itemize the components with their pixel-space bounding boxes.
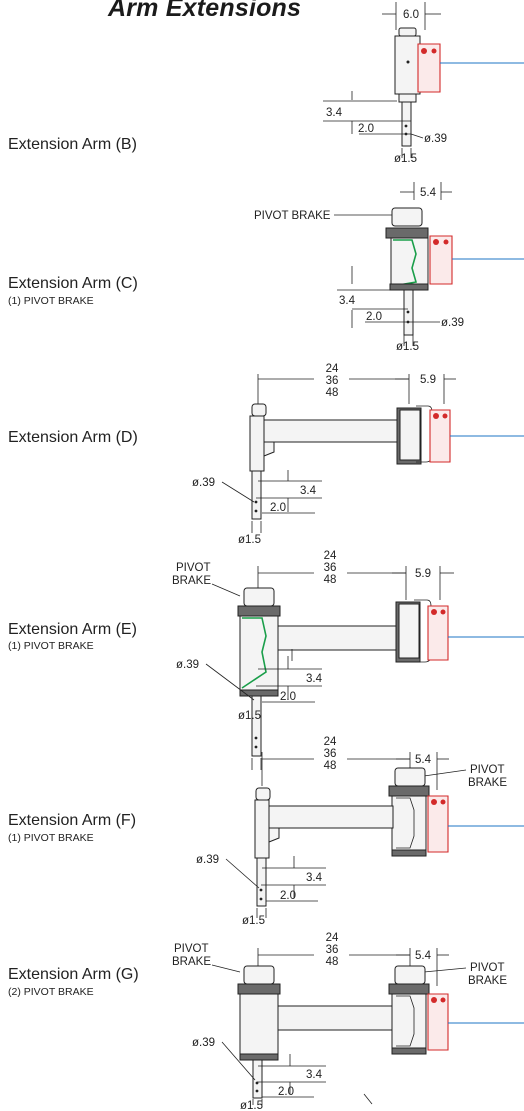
label-e-pivot: PIVOT	[176, 562, 211, 574]
dim-c-offset: 3.4	[339, 295, 356, 307]
dim-d-length: 2.0	[270, 502, 286, 514]
label-g-brake-left: BRAKE	[172, 956, 211, 968]
dim-e-hole: ø.39	[176, 659, 199, 671]
arm-label-b: Extension Arm (B)	[8, 136, 137, 153]
dim-f-length: 2.0	[280, 890, 296, 902]
dim-d-hole: ø.39	[192, 477, 215, 489]
drawing-arm-b: 6.0 3.4 2.0 ø.39 ø1.5	[323, 2, 524, 165]
arm-label-c: Extension Arm (C)	[8, 275, 138, 292]
dim-b-shaft: ø1.5	[394, 153, 417, 165]
dim-g-len-36: 36	[326, 944, 339, 956]
dim-f-len-48: 48	[324, 760, 337, 772]
dim-g-hole: ø.39	[192, 1037, 215, 1049]
dim-g-offset: 3.4	[306, 1069, 323, 1081]
label-c-pivot-brake: PIVOT BRAKE	[254, 210, 331, 222]
arm-sub-f: (1) PIVOT BRAKE	[8, 832, 94, 844]
dim-e-len-48: 48	[324, 574, 337, 586]
arm-sub-c: (1) PIVOT BRAKE	[8, 295, 94, 307]
drawing-arm-e: 24 36 48 5.9 PIVOT BRAKE ø.39	[172, 550, 524, 770]
dim-d-shaft: ø1.5	[238, 534, 261, 546]
page-title: Arm Extensions	[108, 0, 302, 22]
arm-sub-e: (1) PIVOT BRAKE	[8, 640, 94, 652]
arm-label-f: Extension Arm (F)	[8, 812, 137, 829]
label-g-brake-right: BRAKE	[468, 975, 507, 987]
dim-f-len-36: 36	[324, 748, 337, 760]
dim-d-offset: 3.4	[300, 485, 317, 497]
arm-label-g: Extension Arm (G)	[8, 966, 139, 983]
dim-f-shaft: ø1.5	[242, 915, 265, 927]
dim-b-length: 2.0	[358, 123, 374, 135]
dim-c-hole: ø.39	[441, 317, 464, 329]
dim-e-offset: 3.4	[306, 673, 323, 685]
label-f-brake: BRAKE	[468, 777, 507, 789]
dim-g-length: 2.0	[278, 1086, 294, 1098]
label-f-pivot: PIVOT	[470, 764, 505, 776]
dim-e-len-36: 36	[324, 562, 337, 574]
label-e-brake: BRAKE	[172, 575, 211, 587]
dim-e-len-24: 24	[324, 550, 337, 562]
dim-g-len-48: 48	[326, 956, 339, 968]
dim-b-offset: 3.4	[326, 107, 343, 119]
dim-g-len-24: 24	[326, 932, 339, 944]
dim-d-len-48: 48	[326, 387, 339, 399]
arm-sub-g: (2) PIVOT BRAKE	[8, 986, 94, 998]
dim-b-hole: ø.39	[424, 133, 447, 145]
dim-g-shaft: ø1.5	[240, 1100, 263, 1111]
drawing-arm-g: 24 36 48 5.4 PIVOT BRAKE PIVOT BRAKE ø	[172, 932, 524, 1111]
arm-label-d: Extension Arm (D)	[8, 429, 138, 446]
dim-c-length: 2.0	[366, 311, 382, 323]
dim-b-width: 6.0	[403, 9, 419, 21]
dim-d-width: 5.9	[420, 374, 436, 386]
label-g-pivot-right: PIVOT	[470, 962, 505, 974]
dim-c-width: 5.4	[420, 187, 437, 199]
dim-d-len-36: 36	[326, 375, 339, 387]
dim-f-width: 5.4	[415, 754, 432, 766]
dim-e-width: 5.9	[415, 568, 431, 580]
dim-f-offset: 3.4	[306, 872, 323, 884]
arm-label-e: Extension Arm (E)	[8, 621, 137, 638]
dim-f-len-24: 24	[324, 736, 337, 748]
drawing-arm-d: 24 36 48 5.9 ø.39 3.4 2.0 ø	[192, 363, 524, 546]
dim-d-len-24: 24	[326, 363, 339, 375]
drawing-arm-c: 5.4 PIVOT BRAKE 3.4 2.0 ø.39 ø1.5	[254, 182, 524, 353]
dim-f-hole: ø.39	[196, 854, 219, 866]
label-g-pivot-left: PIVOT	[174, 943, 209, 955]
dim-c-shaft: ø1.5	[396, 341, 419, 353]
drawing-arm-f: 24 36 48 5.4 PIVOT BRAKE ø.39	[196, 736, 524, 927]
dim-e-shaft: ø1.5	[238, 710, 261, 722]
dim-g-width: 5.4	[415, 950, 432, 962]
dim-e-length: 2.0	[280, 691, 296, 703]
